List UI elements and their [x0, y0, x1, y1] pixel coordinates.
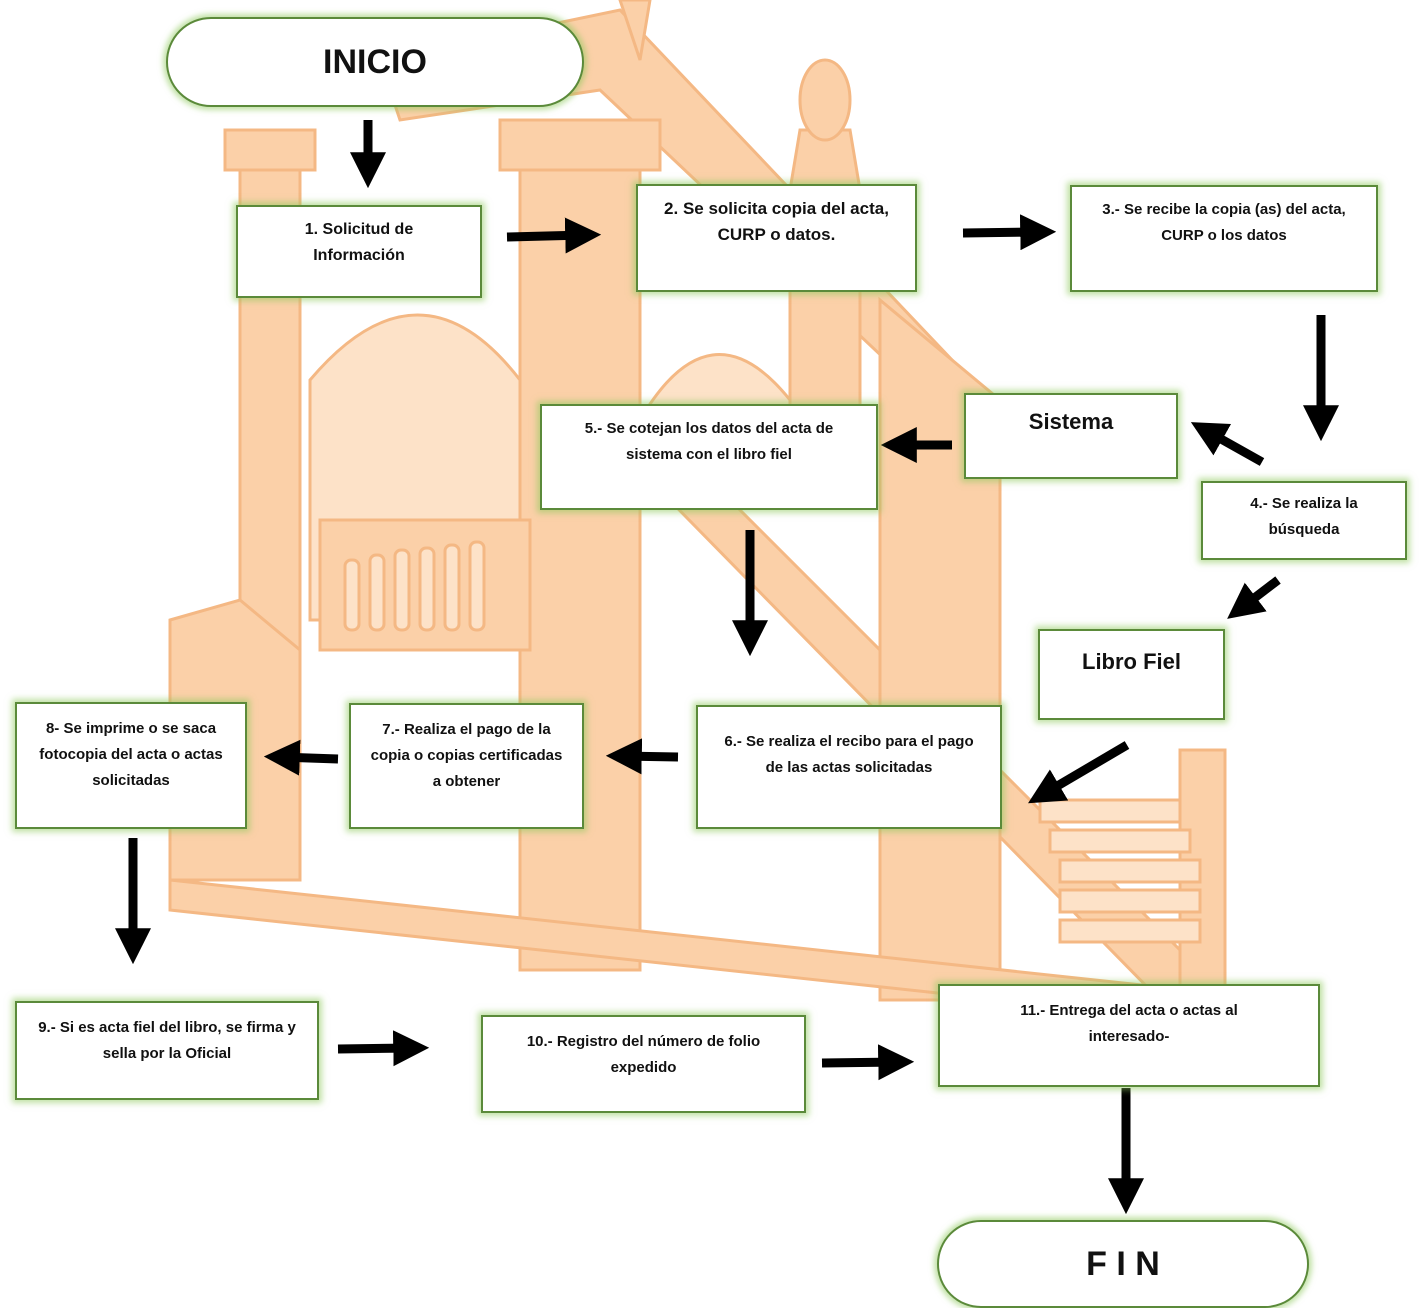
step-1-box: 1. Solicitud de Información	[236, 205, 482, 298]
arrow-4-to-libro	[1227, 576, 1281, 619]
start-terminal: INICIO	[166, 17, 584, 107]
arrow-libro-to-6	[1028, 741, 1130, 804]
step-3-label: 3.- Se recibe la copia (as) del acta, CU…	[1102, 201, 1346, 244]
step-2-box: 2. Se solicita copia del acta, CURP o da…	[636, 184, 917, 292]
step-4-label: 4.- Se realiza la búsqueda	[1250, 495, 1358, 538]
step-11-box: 11.- Entrega del acta o actas al interes…	[938, 984, 1320, 1087]
arrow-4-to-sistema	[1190, 422, 1265, 466]
step-7-box: 7.- Realiza el pago de la copia o copias…	[349, 703, 584, 829]
arrow-2-to-3	[962, 214, 1057, 251]
arrow-6-to-7	[605, 738, 679, 775]
step-8-box: 8- Se imprime o se saca fotocopia del ac…	[15, 702, 247, 829]
step-3-box: 3.- Se recibe la copia (as) del acta, CU…	[1070, 185, 1378, 292]
start-label: INICIO	[323, 42, 427, 81]
step-9-label: 9.- Si es acta fiel del libro, se firma …	[38, 1019, 296, 1062]
libro-fiel-label: Libro Fiel	[1082, 649, 1181, 674]
arrow-7-to-8	[263, 739, 339, 776]
step-7-label: 7.- Realiza el pago de la copia o copias…	[370, 721, 563, 790]
step-5-box: 5.- Se cotejan los datos del acta de sis…	[540, 404, 878, 510]
step-2-label: 2. Se solicita copia del acta, CURP o da…	[664, 199, 889, 244]
libro-fiel-box: Libro Fiel	[1038, 629, 1225, 720]
arrow-10-to-11	[821, 1044, 915, 1081]
step-9-box: 9.- Si es acta fiel del libro, se firma …	[15, 1001, 319, 1100]
step-8-label: 8- Se imprime o se saca fotocopia del ac…	[39, 720, 223, 789]
arrow-1-to-2	[506, 217, 602, 254]
step-5-label: 5.- Se cotejan los datos del acta de sis…	[584, 420, 834, 463]
step-10-label: 10.- Registro del número de folio expedi…	[526, 1033, 761, 1076]
step-10-box: 10.- Registro del número de folio expedi…	[481, 1015, 806, 1113]
step-1-label: 1. Solicitud de Información	[304, 221, 414, 264]
arrow-9-to-10	[337, 1030, 430, 1067]
step-6-label: 6.- Se realiza el recibo para el pago de…	[724, 733, 974, 776]
step-11-label: 11.- Entrega del acta o actas al interes…	[1020, 1002, 1238, 1045]
sistema-label: Sistema	[1028, 409, 1114, 434]
sistema-box: Sistema	[964, 393, 1178, 479]
end-terminal: F I N	[937, 1220, 1309, 1308]
end-label: F I N	[1086, 1244, 1160, 1283]
step-6-box: 6.- Se realiza el recibo para el pago de…	[696, 705, 1002, 829]
step-4-box: 4.- Se realiza la búsqueda	[1201, 481, 1407, 560]
